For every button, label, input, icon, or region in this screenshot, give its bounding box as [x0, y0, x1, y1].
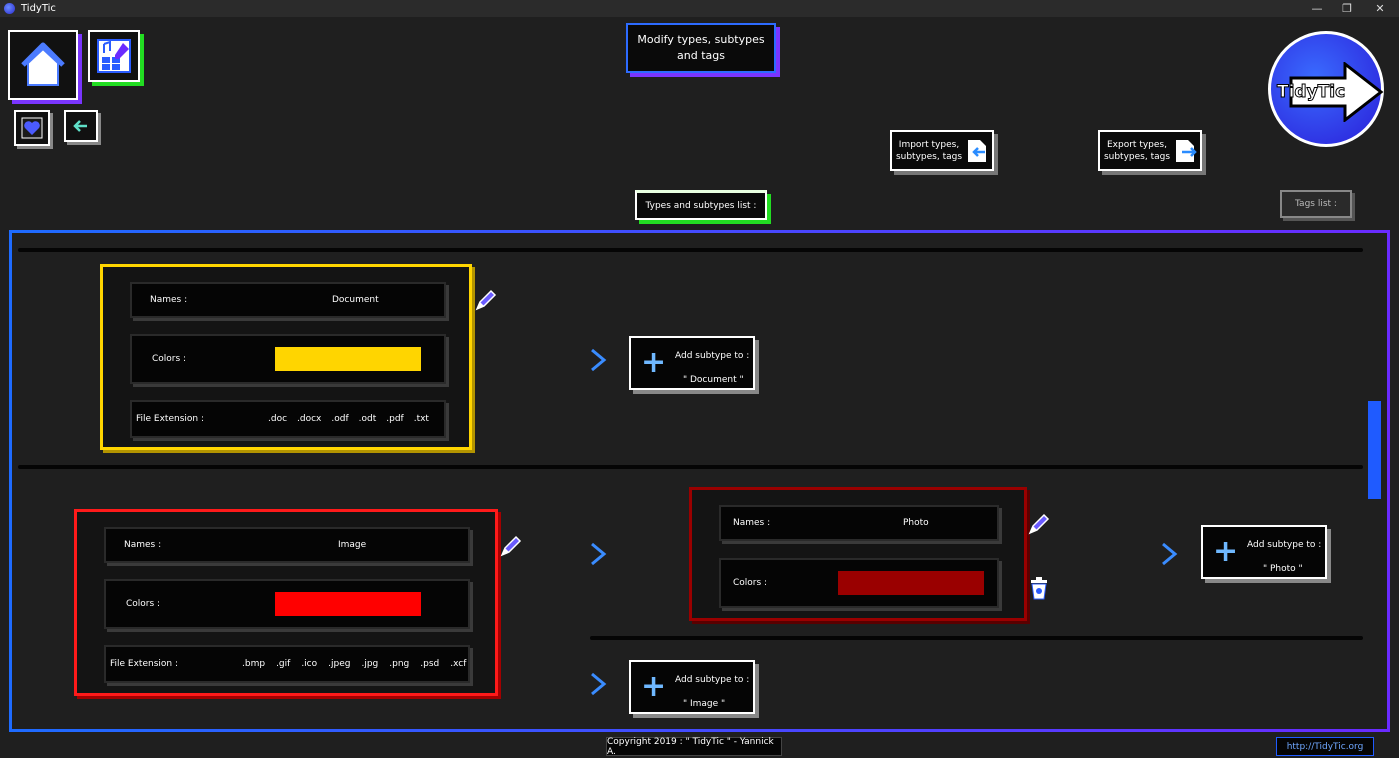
divider	[18, 248, 1363, 252]
colors-row: Colors :	[104, 579, 470, 629]
types-list-tab[interactable]: Types and subtypes list :	[635, 190, 767, 220]
divider	[18, 465, 1363, 469]
colors-label: Colors :	[152, 354, 187, 364]
window-title: TidyTic	[21, 3, 56, 14]
file-export-icon	[1176, 139, 1197, 162]
subtype-card-photo: Names : Photo Colors :	[689, 487, 1027, 621]
extensions-row: File Extension : .bmp .gif .ico .jpeg .j…	[104, 645, 470, 683]
color-swatch[interactable]	[275, 347, 421, 371]
extensions-label: File Extension :	[110, 659, 178, 669]
extension: .psd	[420, 659, 440, 669]
extension: .gif	[276, 659, 291, 669]
add-subtype-label: Add subtype to :	[675, 675, 750, 685]
type-name[interactable]: Document	[332, 295, 379, 305]
extension: .txt	[413, 414, 429, 424]
extension: .pdf	[386, 414, 404, 424]
back-button[interactable]	[64, 110, 98, 142]
plus-icon: +	[641, 345, 667, 380]
title-bar: TidyTic	[0, 0, 1399, 17]
chevron-right-icon[interactable]	[588, 542, 608, 566]
chevron-right-icon[interactable]	[1159, 542, 1179, 566]
export-label: Export types, subtypes, tags	[1103, 139, 1171, 162]
color-swatch[interactable]	[275, 592, 421, 616]
extension: .ico	[301, 659, 318, 669]
home-icon	[21, 42, 65, 86]
edit-pencil-icon[interactable]	[474, 288, 498, 312]
logo-arrow-icon	[1289, 62, 1384, 122]
names-row: Names : Photo	[719, 505, 999, 541]
colors-row: Colors :	[130, 334, 446, 384]
type-card-image: Names : Image Colors : File Extension : …	[74, 509, 498, 696]
colors-row: Colors :	[719, 558, 999, 608]
extension: .odt	[358, 414, 377, 424]
favorites-button[interactable]	[14, 110, 50, 146]
heart-icon	[21, 117, 43, 139]
add-subtype-document-button[interactable]: + Add subtype to : " Document "	[629, 336, 755, 390]
names-label: Names :	[150, 295, 188, 305]
logo-text: TidyTic	[1276, 82, 1346, 103]
home-button[interactable]	[8, 30, 78, 100]
close-button[interactable]: ✕	[1375, 2, 1385, 15]
edit-pencil-icon[interactable]	[1027, 512, 1051, 536]
colors-label: Colors :	[733, 578, 768, 588]
tags-list-tab[interactable]: Tags list :	[1280, 190, 1352, 218]
tidytic-logo: TidyTic	[1268, 31, 1384, 147]
media-types-button[interactable]	[88, 30, 140, 82]
extensions-row: File Extension : .doc .docx .odf .odt .p…	[130, 400, 446, 438]
app-icon	[4, 3, 15, 14]
colors-label: Colors :	[126, 599, 161, 609]
extension: .xcf	[450, 659, 467, 669]
color-swatch[interactable]	[838, 571, 984, 595]
export-button[interactable]: Export types, subtypes, tags	[1098, 130, 1202, 171]
media-grid-icon	[97, 39, 131, 73]
file-import-icon	[968, 139, 986, 162]
import-label: Import types, subtypes, tags	[895, 139, 963, 162]
add-subtype-photo-button[interactable]: + Add subtype to : " Photo "	[1201, 525, 1327, 579]
scrollbar-thumb[interactable]	[1368, 401, 1381, 499]
names-label: Names :	[124, 540, 162, 550]
type-name[interactable]: Image	[338, 540, 367, 550]
extension: .jpeg	[328, 659, 351, 669]
copyright-text: Copyright 2019 : " TidyTic " - Yannick A…	[606, 737, 782, 757]
add-subtype-label: Add subtype to :	[1247, 540, 1322, 550]
add-subtype-label: Add subtype to :	[675, 351, 750, 361]
extension: .doc	[268, 414, 288, 424]
minimize-button[interactable]: —	[1311, 2, 1323, 15]
trash-icon[interactable]	[1028, 576, 1050, 600]
arrow-left-icon	[73, 120, 87, 132]
chevron-right-icon[interactable]	[588, 348, 608, 372]
add-subtype-image-button[interactable]: + Add subtype to : " Image "	[629, 660, 755, 714]
extension: .odf	[331, 414, 349, 424]
names-label: Names :	[733, 518, 771, 528]
extension: .docx	[297, 414, 322, 424]
restore-button[interactable]: ❐	[1342, 2, 1352, 15]
type-card-document: Names : Document Colors : File Extension…	[100, 264, 472, 450]
import-button[interactable]: Import types, subtypes, tags	[890, 130, 994, 171]
add-subtype-target: " Image "	[683, 699, 726, 709]
website-link[interactable]: http://TidyTic.org	[1276, 737, 1374, 756]
page-title: Modify types, subtypes and tags	[626, 23, 776, 73]
add-subtype-target: " Photo "	[1263, 564, 1303, 574]
plus-icon: +	[1213, 534, 1239, 569]
divider	[590, 636, 1363, 640]
plus-icon: +	[641, 669, 667, 704]
chevron-right-icon[interactable]	[588, 672, 608, 696]
edit-pencil-icon[interactable]	[499, 534, 523, 558]
names-row: Names : Document	[130, 282, 446, 318]
names-row: Names : Image	[104, 527, 470, 563]
subtype-name[interactable]: Photo	[903, 518, 929, 528]
extension: .jpg	[361, 659, 379, 669]
add-subtype-target: " Document "	[683, 375, 744, 385]
extension: .png	[389, 659, 410, 669]
extension: .bmp	[242, 659, 266, 669]
extensions-label: File Extension :	[136, 414, 204, 424]
